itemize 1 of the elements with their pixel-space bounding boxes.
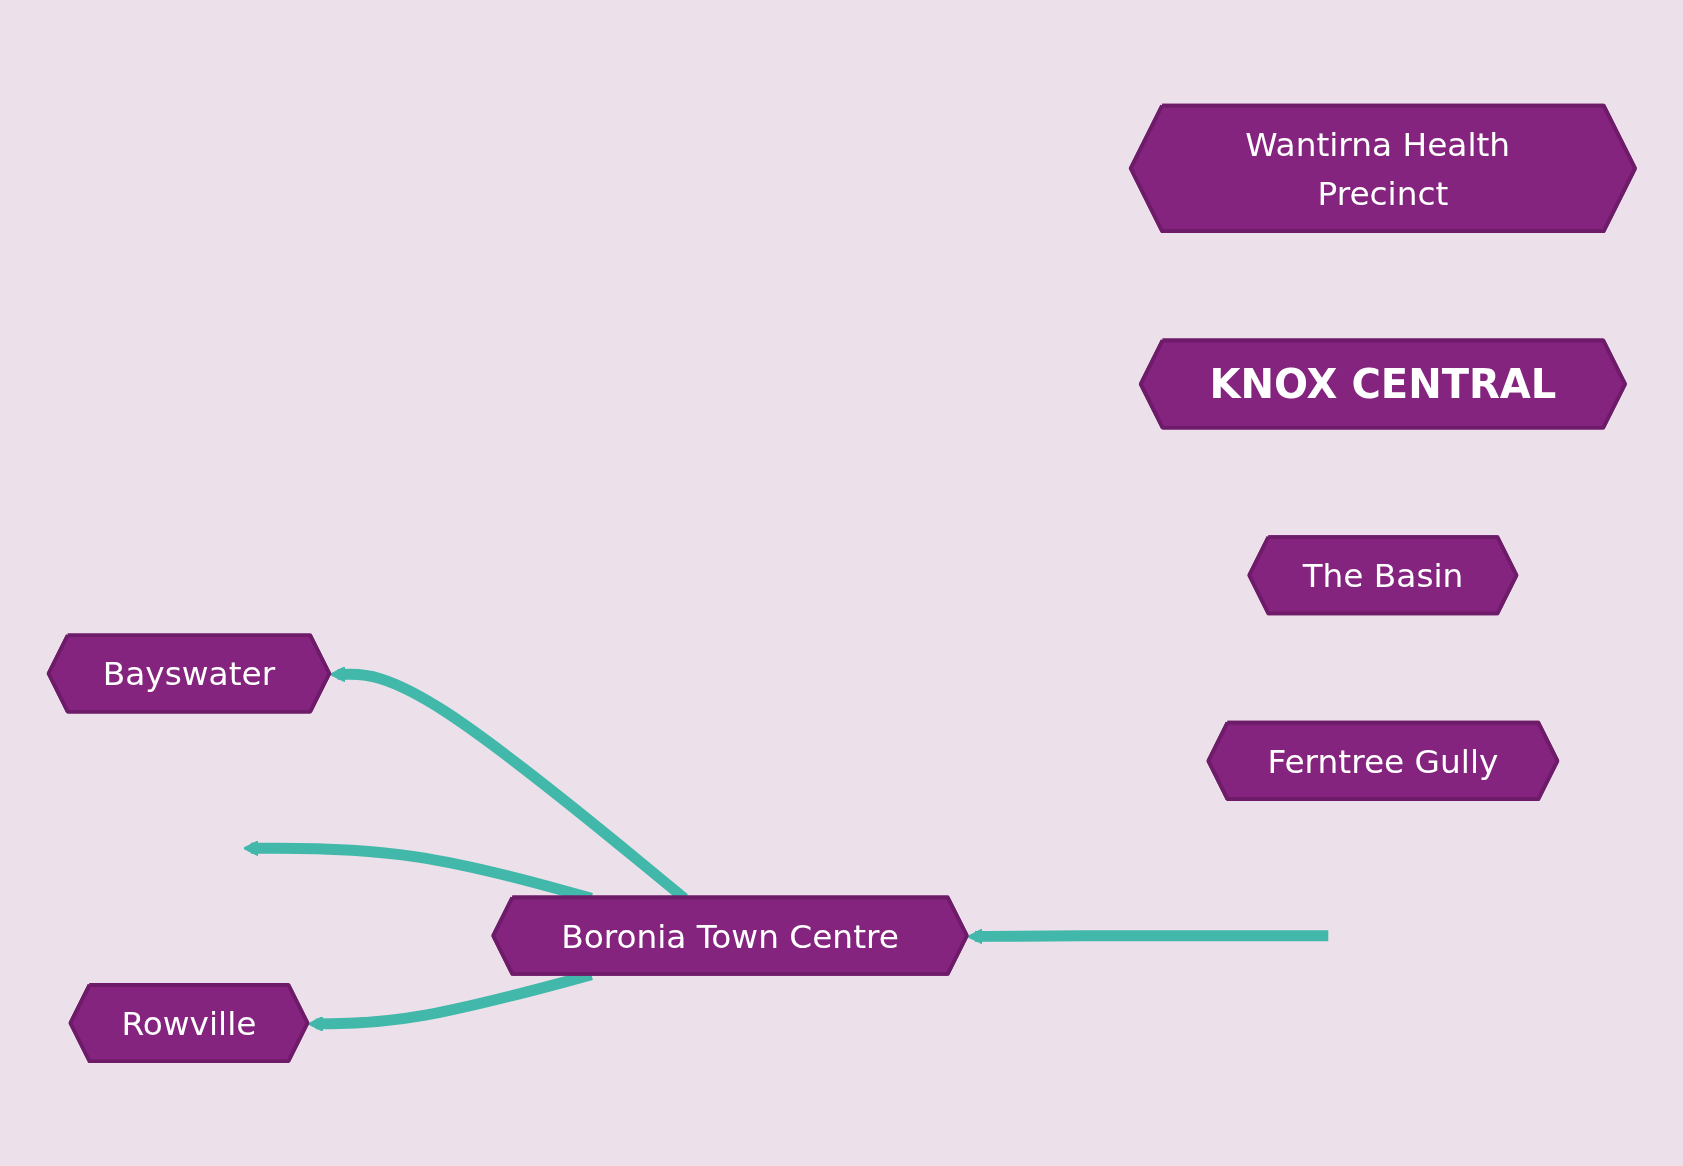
arrow — [966, 928, 1328, 944]
